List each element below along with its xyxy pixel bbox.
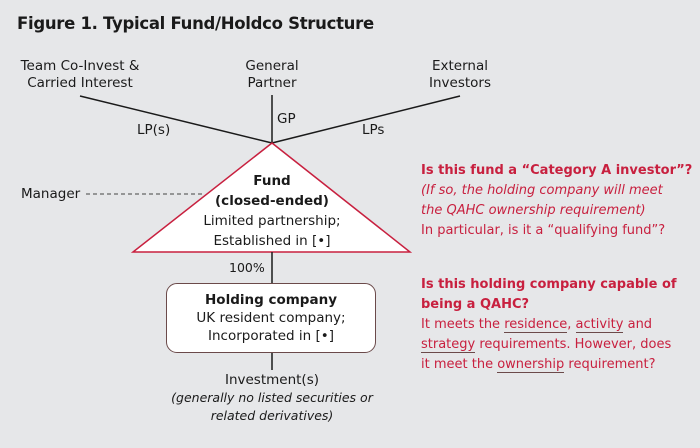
holding-question-line-3: it meet the ownership requirement? — [421, 355, 696, 375]
edge-team-to-fund — [79, 95, 273, 144]
holding-line-resident: UK resident company; — [196, 310, 346, 326]
gp-line-2: Partner — [247, 75, 297, 91]
edge-label-lps-team: LP(s) — [137, 122, 171, 138]
node-manager: Manager — [21, 186, 81, 202]
node-holding-company: Holding company UK resident company; Inc… — [166, 283, 376, 353]
holding-question-line-2: strategy requirements. However, does — [421, 335, 696, 355]
term-activity: activity — [575, 317, 624, 333]
term-ownership: ownership — [497, 357, 565, 373]
external-line-2: Investors — [428, 75, 491, 91]
team-line-2: Carried Interest — [27, 75, 133, 91]
fund-question-heading: Is this fund a “Category A investor”? — [421, 163, 693, 178]
external-line-1: External — [431, 58, 488, 74]
node-external-investors: External Investors — [410, 58, 510, 92]
gp-line-1: General — [245, 58, 299, 74]
text: requirements. However, does — [475, 337, 672, 352]
term-residence: residence — [504, 317, 568, 333]
edge-label-gp: GP — [277, 111, 296, 127]
node-team-coinvest: Team Co-Invest & Carried Interest — [10, 58, 150, 92]
fund-line-established: Established in [•] — [213, 233, 331, 249]
edge-label-ownership: 100% — [229, 260, 265, 275]
fund-heading: Fund — [253, 173, 291, 189]
node-general-partner: General Partner — [222, 58, 322, 92]
investment-note-2: related derivatives) — [210, 408, 334, 423]
edge-external-to-fund — [271, 95, 461, 144]
node-fund: Fund (closed-ended) Limited partnership;… — [172, 171, 372, 251]
node-investments: Investment(s) (generally no listed secur… — [150, 372, 394, 425]
fund-question-block: Is this fund a “Category A investor”? (I… — [421, 161, 696, 241]
edge-label-lps-external: LPs — [362, 122, 385, 138]
fund-line-type: Limited partnership; — [203, 213, 341, 229]
fund-subheading: (closed-ended) — [215, 193, 329, 209]
team-line-1: Team Co-Invest & — [20, 58, 140, 74]
fund-question-note-2: the QAHC ownership requirement) — [421, 203, 646, 218]
fund-question-followup: In particular, is it a “qualifying fund”… — [421, 223, 666, 238]
holding-question-block: Is this holding company capable of being… — [421, 275, 696, 375]
term-strategy: strategy — [421, 337, 476, 353]
figure-title: Figure 1. Typical Fund/Holdco Structure — [17, 14, 374, 33]
holding-question-heading-2: being a QAHC? — [421, 297, 530, 312]
text: and — [623, 317, 653, 332]
text: It meets the — [421, 317, 505, 332]
text: requirement? — [564, 357, 656, 372]
holding-question-line-1: It meets the residence, activity and — [421, 315, 696, 335]
investment-heading: Investment(s) — [224, 372, 320, 388]
fund-question-note-1: (If so, the holding company will meet — [421, 183, 663, 198]
holding-heading: Holding company — [205, 292, 337, 308]
holding-line-incorporated: Incorporated in [•] — [208, 328, 334, 344]
text: , — [567, 317, 576, 332]
text: it meet the — [421, 357, 498, 372]
investment-note-1: (generally no listed securities or — [171, 390, 373, 405]
holding-question-heading-1: Is this holding company capable of — [421, 277, 677, 292]
